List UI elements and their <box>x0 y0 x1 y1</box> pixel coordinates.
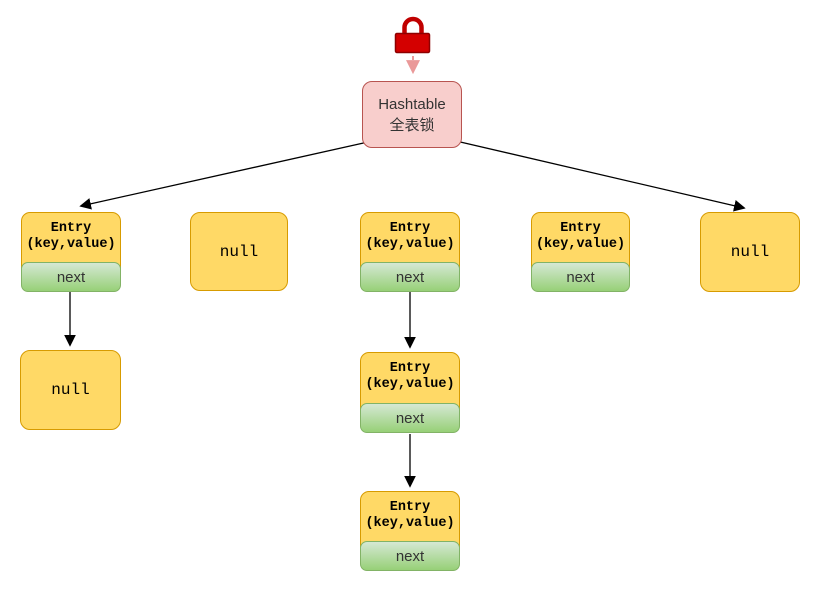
entry-subtitle: (key,value) <box>26 237 116 252</box>
null-label: null <box>51 381 90 399</box>
bucket0-entry-node: Entry (key,value) next <box>21 212 121 292</box>
bucket1-null-node: null <box>190 212 288 291</box>
root-title: Hashtable <box>378 95 446 113</box>
null-label: null <box>219 242 259 261</box>
chain2-entry-node-1: Entry (key,value) next <box>360 352 460 433</box>
edge-root-to-bucket4 <box>455 140 746 212</box>
next-slot: next <box>360 541 460 571</box>
next-slot: next <box>360 262 460 292</box>
null-label: null <box>730 243 770 261</box>
next-slot: next <box>360 403 460 433</box>
bucket2-entry-node: Entry (key,value) next <box>360 212 460 292</box>
entry-subtitle: (key,value) <box>535 237 626 252</box>
entry-title: Entry <box>389 500 431 515</box>
entry-title: Entry <box>389 361 431 376</box>
entry-title: Entry <box>560 221 601 236</box>
next-slot: next <box>21 262 121 292</box>
bucket3-entry-node: Entry (key,value) next <box>531 212 630 292</box>
entry-title: Entry <box>50 221 92 236</box>
entry-subtitle: (key,value) <box>365 377 455 392</box>
lock-icon <box>394 16 431 54</box>
root-subtitle: 全表锁 <box>389 116 435 134</box>
next-slot: next <box>531 262 630 292</box>
chain0-null-node: null <box>20 350 121 430</box>
hashtable-root-node: Hashtable 全表锁 <box>362 81 462 148</box>
chain2-entry-node-2: Entry (key,value) next <box>360 491 460 571</box>
edge-root-to-bucket0 <box>79 141 369 210</box>
entry-subtitle: (key,value) <box>365 237 455 252</box>
bucket4-null-node: null <box>700 212 800 292</box>
entry-title: Entry <box>389 221 431 236</box>
entry-subtitle: (key,value) <box>365 516 455 531</box>
